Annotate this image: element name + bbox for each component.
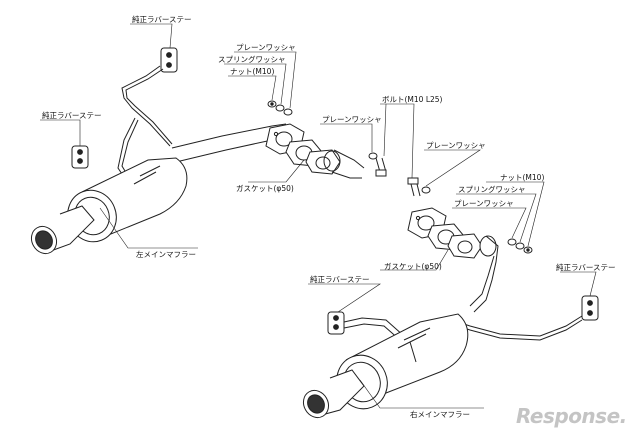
label-hanger-mid-left: 純正ラバーステー: [42, 111, 102, 120]
response-watermark-logo: Response.: [516, 404, 627, 428]
label-spring-washer-right: スプリングワッシャ: [458, 185, 526, 194]
label-plain-washer-top: プレーンワッシャ: [236, 43, 296, 52]
label-plain-washer-right2: プレーンワッシャ: [454, 199, 514, 208]
right-main-muffler: [302, 313, 469, 419]
label-nut-top: ナット(M10): [230, 67, 275, 76]
gasket-left-2: [305, 149, 341, 175]
label-hanger-top-left: 純正ラバーステー: [132, 15, 192, 24]
rubber-hanger-right: [581, 295, 599, 321]
hanger-rod-top-left: [121, 65, 171, 147]
washers-right: [507, 238, 533, 254]
label-gasket-right: ガスケット(φ50): [384, 262, 442, 271]
bolt-m10-left: [368, 152, 387, 177]
rubber-hanger-bottom: [327, 311, 345, 335]
pipe-end-right: [469, 235, 499, 313]
gasket-right-2: [447, 233, 483, 259]
label-hanger-bottom: 純正ラバーステー: [310, 275, 370, 284]
left-main-muffler: [30, 157, 188, 255]
label-hanger-right: 純正ラバーステー: [556, 263, 616, 272]
label-bolt: ボルト(M10 L25): [382, 95, 443, 104]
label-spring-washer-top: スプリングワッシャ: [218, 55, 286, 64]
pipe-end-left: [323, 149, 365, 179]
rubber-hanger-mid-left: [71, 145, 89, 169]
label-left-muffler: 左メインマフラー: [136, 250, 196, 259]
rubber-hanger-top-left: [160, 47, 178, 73]
washers-top: [267, 100, 293, 116]
bolt-m10-right: [407, 177, 431, 197]
label-plain-washer-right: プレーンワッシャ: [426, 141, 486, 150]
label-gasket-left: ガスケット(φ50): [236, 184, 294, 193]
leader-lines: [40, 23, 597, 409]
left-pipe: [171, 123, 287, 149]
label-plain-washer-mid: プレーンワッシャ: [322, 115, 382, 124]
label-right-muffler: 右メインマフラー: [410, 410, 470, 419]
label-nut-right: ナット(M10): [500, 173, 545, 182]
